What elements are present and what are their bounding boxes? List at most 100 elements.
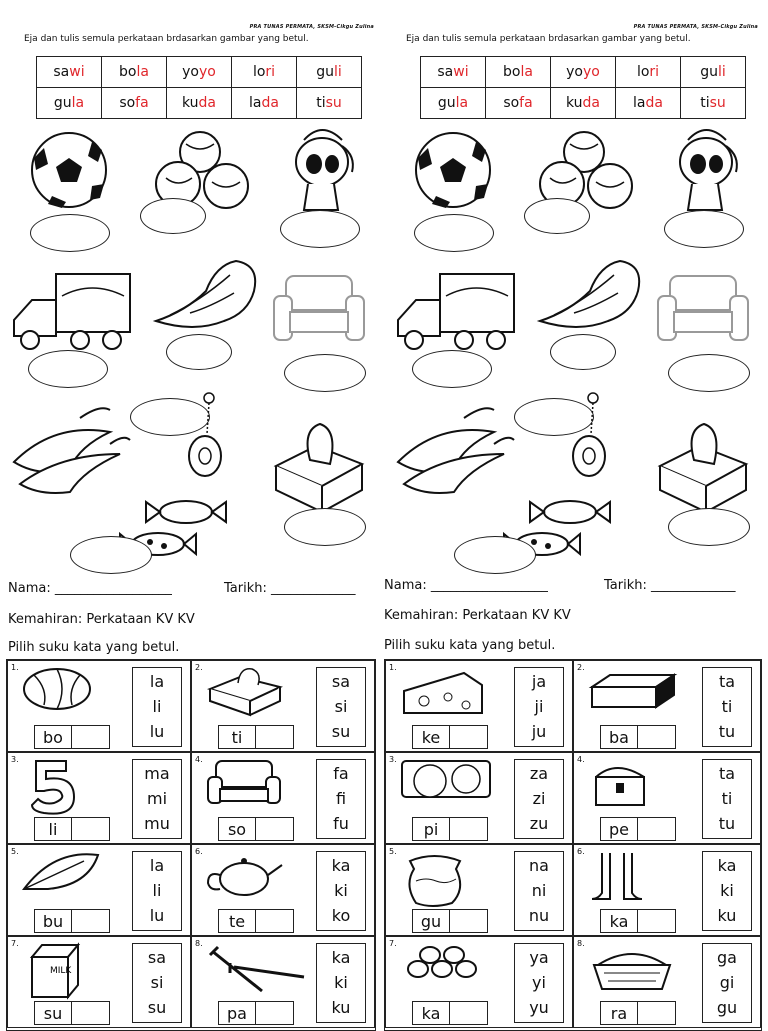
syllable-option[interactable]: ta (718, 672, 736, 691)
answer-oval[interactable] (524, 198, 590, 234)
syllable-option[interactable]: su (147, 998, 167, 1017)
answer-box[interactable]: pa (218, 1001, 294, 1025)
answer-oval[interactable] (550, 334, 616, 370)
syllable-options: ta ti tu (702, 667, 752, 747)
syllable-option[interactable]: lu (149, 906, 165, 925)
syllable-option[interactable]: si (334, 697, 348, 716)
word-cell: sofa (101, 87, 167, 119)
syllable-option[interactable]: ga (717, 948, 737, 967)
answer-box[interactable]: ba (600, 725, 676, 749)
syllable-option[interactable]: fa (333, 764, 349, 783)
answer-box[interactable]: li (34, 817, 110, 841)
syllable-option[interactable]: ku (717, 906, 737, 925)
answer-oval[interactable] (668, 354, 750, 392)
instruction-pilih: Pilih suku kata yang betul. (8, 640, 180, 655)
syllable-option[interactable]: ya (529, 948, 549, 967)
yoyo-icon (188, 392, 222, 477)
syllable-option[interactable]: yi (532, 973, 546, 992)
given-syllable: ti (219, 726, 256, 748)
answer-oval[interactable] (280, 210, 360, 248)
syllable-option[interactable]: la (149, 672, 165, 691)
answer-box[interactable]: gu (412, 909, 488, 933)
word-cell: bola (485, 56, 551, 88)
answer-box[interactable]: bu (34, 909, 110, 933)
sofa-icon (207, 760, 281, 804)
answer-box[interactable]: ra (600, 1001, 676, 1025)
word-cell: gula (36, 87, 102, 119)
answer-oval[interactable] (668, 508, 750, 546)
answer-box[interactable]: su (34, 1001, 110, 1025)
syllable-option[interactable]: la (149, 856, 165, 875)
syllable-option[interactable]: fi (335, 789, 347, 808)
syllable-option[interactable]: zi (532, 789, 546, 808)
syllable-option[interactable]: mi (146, 789, 168, 808)
syllable-option[interactable]: zu (529, 814, 549, 833)
syllable-option[interactable]: su (331, 722, 351, 741)
syllable-option[interactable]: sa (331, 672, 351, 691)
answer-box[interactable]: ka (600, 909, 676, 933)
syllable-option[interactable]: fu (333, 814, 349, 833)
answer-oval[interactable] (514, 398, 594, 436)
syllable-option[interactable]: za (529, 764, 549, 783)
syllable-option[interactable]: li (152, 697, 162, 716)
given-syllable: ba (601, 726, 638, 748)
syllable-option[interactable]: ki (334, 881, 348, 900)
syllable-option[interactable]: ja (531, 672, 547, 691)
syllable-option[interactable]: si (150, 973, 164, 992)
answer-box[interactable]: bo (34, 725, 110, 749)
syllable-option[interactable]: ji (534, 697, 544, 716)
syllable-option[interactable]: na (529, 856, 549, 875)
syllable-option[interactable]: ko (331, 906, 351, 925)
answer-box[interactable]: ke (412, 725, 488, 749)
syllable-option[interactable]: ka (331, 856, 351, 875)
answer-box[interactable]: pe (600, 817, 676, 841)
answer-box[interactable]: ka (412, 1001, 488, 1025)
answer-oval[interactable] (70, 536, 152, 574)
answer-oval[interactable] (284, 508, 366, 546)
syllable-options: sa si su (316, 667, 366, 747)
answer-oval[interactable] (140, 198, 206, 234)
answer-box[interactable]: pi (412, 817, 488, 841)
answer-oval[interactable] (664, 210, 744, 248)
syllable-option[interactable]: lu (149, 722, 165, 741)
answer-oval[interactable] (454, 536, 536, 574)
sack-icon (408, 855, 462, 907)
syllable-option[interactable]: sa (147, 948, 167, 967)
word-cell: yoyo (550, 56, 616, 88)
answer-oval[interactable] (130, 398, 210, 436)
syllable-option[interactable]: ku (331, 998, 351, 1017)
syllable-option[interactable]: ti (721, 697, 733, 716)
syllable-option[interactable]: ka (717, 856, 737, 875)
syllable-option[interactable]: tu (718, 814, 736, 833)
answer-oval[interactable] (166, 334, 232, 370)
answer-oval[interactable] (284, 354, 366, 392)
answer-box[interactable]: ti (218, 725, 294, 749)
syllable-option[interactable]: ki (720, 881, 734, 900)
syllable-option[interactable]: tu (718, 722, 736, 741)
syllable-option[interactable]: ka (331, 948, 351, 967)
answer-oval[interactable] (412, 350, 492, 388)
answer-oval[interactable] (28, 350, 108, 388)
syllable-option[interactable]: li (152, 881, 162, 900)
given-syllable: gu (413, 910, 450, 932)
word-cell: lada (231, 87, 297, 119)
syllable-option[interactable]: gu (716, 998, 738, 1017)
word-cell: yoyo (166, 56, 232, 88)
given-syllable: ra (601, 1002, 638, 1024)
answer-box[interactable]: so (218, 817, 294, 841)
answer-oval[interactable] (30, 214, 110, 252)
syllable-option[interactable]: gi (719, 973, 735, 992)
syllable-option[interactable]: ju (531, 722, 547, 741)
answer-box[interactable]: te (218, 909, 294, 933)
syllable-option[interactable]: yu (529, 998, 549, 1017)
syllable-option[interactable]: mu (144, 814, 170, 833)
syllable-option[interactable]: ni (531, 881, 547, 900)
syllable-option[interactable]: ta (718, 764, 736, 783)
syllable-option[interactable]: nu (528, 906, 550, 925)
syllable-option[interactable]: ki (334, 973, 348, 992)
syllable-option[interactable]: ma (144, 764, 170, 783)
pony-icon (295, 129, 354, 211)
answer-oval[interactable] (414, 214, 494, 252)
syllable-option[interactable]: ti (721, 789, 733, 808)
